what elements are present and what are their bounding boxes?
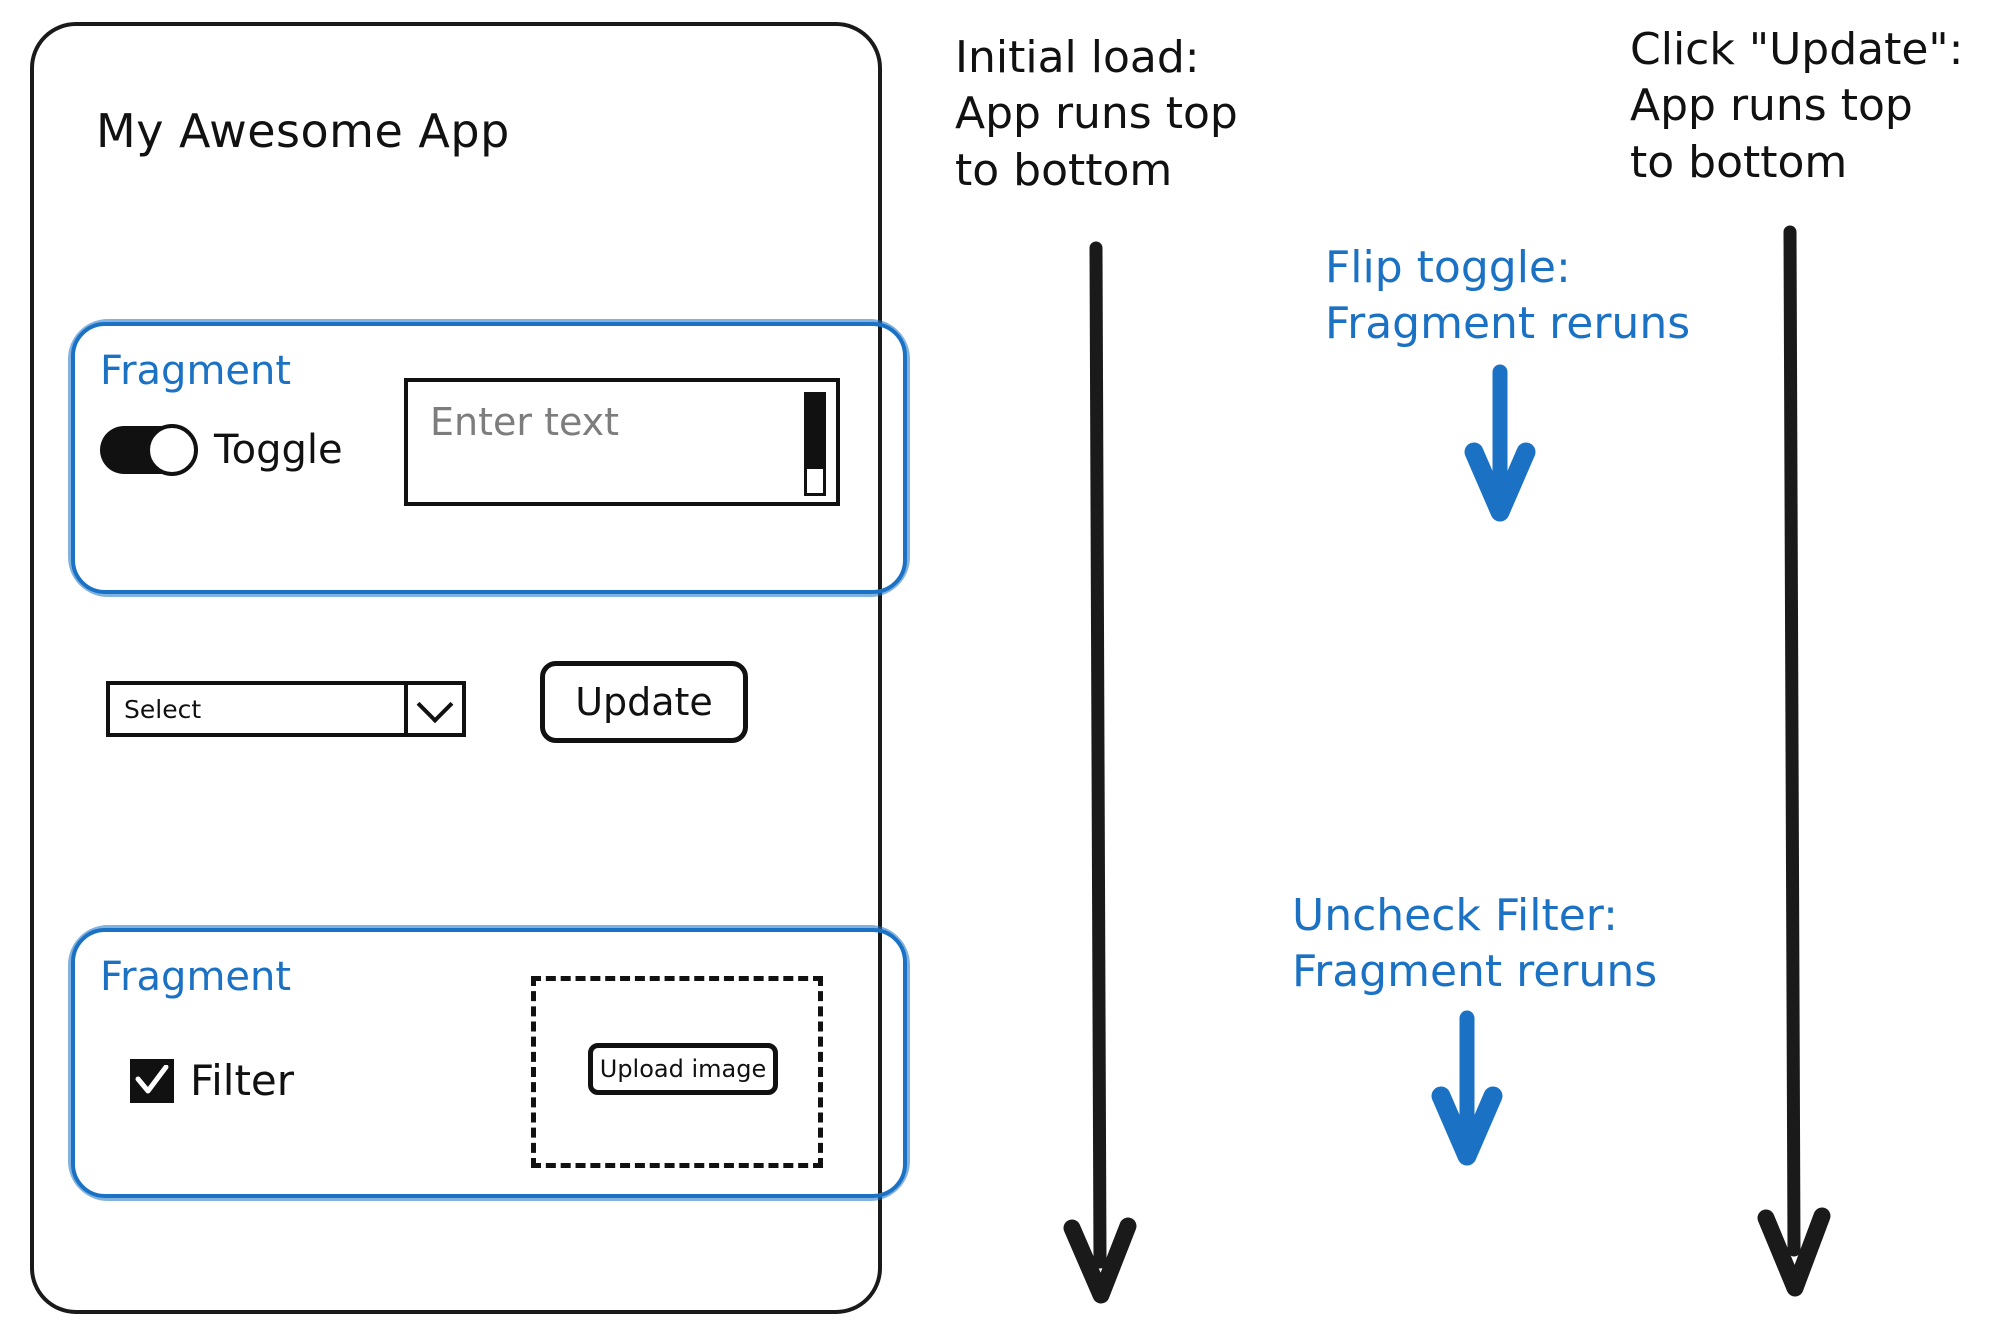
annotation-initial-load: Initial load: App runs top to bottom: [955, 32, 1238, 196]
text-input-placeholder: Enter text: [430, 400, 620, 444]
text-input-scrollbar[interactable]: [804, 392, 826, 496]
toggle-switch[interactable]: [100, 424, 198, 476]
arrow-uncheck-filter: [1431, 1010, 1503, 1166]
select-dropdown[interactable]: Select: [106, 681, 466, 737]
checkmark-icon: [135, 1064, 169, 1093]
text-input[interactable]: Enter text: [404, 378, 840, 506]
toggle-row[interactable]: Toggle: [100, 424, 343, 476]
filter-checkbox[interactable]: [130, 1058, 174, 1103]
update-button[interactable]: Update: [540, 661, 748, 743]
upload-image-button-label: Upload image: [599, 1055, 767, 1083]
filter-row[interactable]: Filter: [130, 1056, 294, 1105]
upload-image-button[interactable]: Upload image: [588, 1043, 778, 1095]
upload-dropzone[interactable]: Upload image: [531, 976, 823, 1168]
toggle-knob-icon[interactable]: [146, 424, 198, 476]
chevron-down-icon[interactable]: [404, 685, 462, 733]
annotation-flip-toggle: Flip toggle: Fragment reruns: [1325, 242, 1691, 350]
update-button-label: Update: [575, 680, 713, 724]
app-frame: My Awesome App Fragment Toggle Enter tex…: [30, 22, 910, 1314]
fragment-label-1: Fragment: [100, 348, 292, 394]
arrow-flip-toggle: [1464, 364, 1536, 522]
scrollbar-thumb[interactable]: [807, 395, 823, 469]
arrow-click-update: [1757, 225, 1831, 1297]
filter-label: Filter: [190, 1056, 295, 1105]
toggle-label: Toggle: [214, 427, 343, 473]
fragment-label-2: Fragment: [100, 954, 292, 1000]
annotation-uncheck-filter: Uncheck Filter: Fragment reruns: [1292, 890, 1658, 998]
page-title: My Awesome App: [96, 104, 510, 158]
annotation-click-update: Click "Update": App runs top to bottom: [1630, 24, 1964, 188]
arrow-initial-load: [1063, 241, 1137, 1304]
select-value: Select: [124, 694, 202, 724]
